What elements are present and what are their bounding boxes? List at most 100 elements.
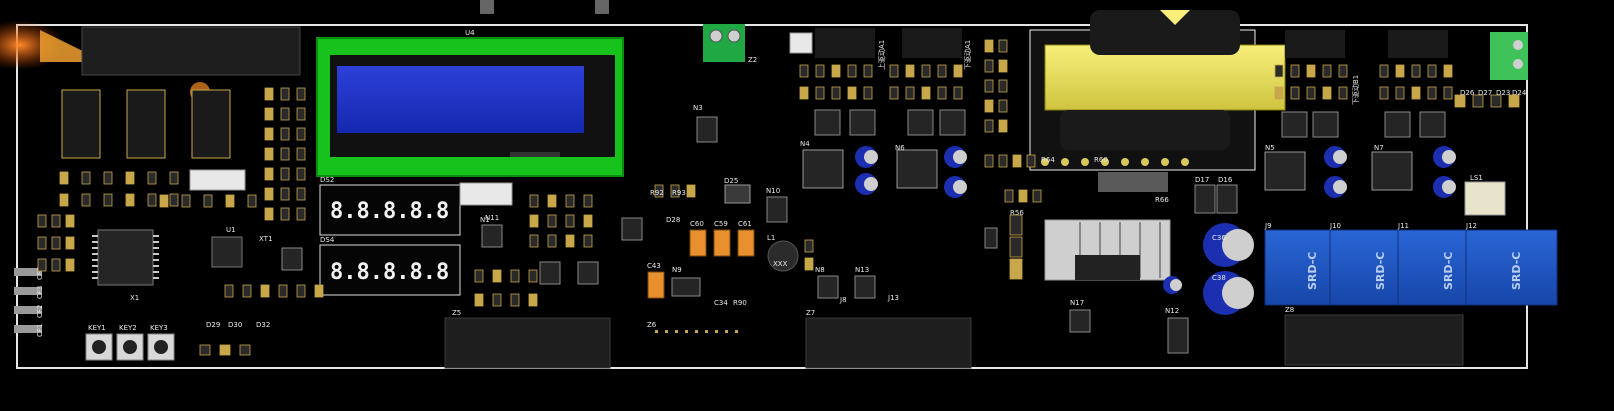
- smd-component: [583, 194, 593, 208]
- sensor-modules: [61, 89, 231, 159]
- smd-component: [159, 194, 169, 208]
- smd-component: [260, 284, 270, 298]
- label-n11: N11: [485, 214, 499, 222]
- smd-component: [510, 293, 520, 307]
- electrolytic-capacitors: [855, 146, 1456, 315]
- ic-n8: [817, 275, 839, 299]
- smd-component: [1443, 86, 1453, 100]
- smd-component: [280, 127, 290, 141]
- smd-component: [147, 171, 157, 185]
- buzzer: [1464, 181, 1506, 216]
- ic-n13: [854, 275, 876, 299]
- microcontroller: [92, 229, 159, 286]
- mosfet-block-2: [902, 28, 962, 58]
- smd-component: [264, 167, 274, 181]
- smd-component: [65, 258, 75, 272]
- lcd-module: U4: [316, 29, 624, 177]
- inductor-l1: XXX: [767, 240, 799, 272]
- relay-4-label: SRD-C: [1510, 252, 1523, 290]
- cap-c43-label: C43: [647, 262, 661, 270]
- smd-component: [799, 86, 809, 100]
- smd-component: [147, 193, 157, 207]
- label-r66: R66: [1155, 196, 1169, 204]
- smd-component: [65, 236, 75, 250]
- label-d32: D32: [256, 321, 270, 329]
- pushbuttons: KEY1 KEY2 KEY3: [85, 324, 175, 361]
- crystal-marking: XXX: [773, 260, 788, 268]
- smd-component: [998, 39, 1008, 53]
- smd-component: [296, 167, 306, 181]
- relay-bank: J9 J10 J11 J12 SRD-C SRD-C SRD-C SRD-C: [1264, 222, 1558, 306]
- key2: KEY2: [116, 324, 144, 361]
- smd-component: [984, 154, 994, 168]
- ic-n17: [1069, 309, 1091, 333]
- smd-component: [815, 86, 825, 100]
- driver-label-1: 上驱动A1: [877, 40, 886, 70]
- smd-component: [264, 127, 274, 141]
- ic-n2: [984, 227, 998, 249]
- label-r64: R64: [1041, 156, 1055, 164]
- display-1-digits: 8.8.8.8.8: [330, 199, 449, 224]
- ic-u8: [577, 261, 599, 285]
- lcd-designator: U4: [465, 29, 475, 37]
- label-d24: D24: [1512, 89, 1527, 97]
- key3: KEY3: [147, 324, 175, 361]
- smd-component: [296, 284, 306, 298]
- key1: KEY1: [85, 324, 113, 361]
- smd-component: [863, 86, 873, 100]
- smd-component: [51, 258, 61, 272]
- smd-component: [984, 119, 994, 133]
- connector-z5-label: Z5: [452, 309, 461, 317]
- key2-label: KEY2: [119, 324, 137, 332]
- ic-n1: [481, 224, 503, 248]
- smd-parts: [37, 39, 1520, 356]
- smd-component: [1379, 86, 1389, 100]
- smd-component: [565, 234, 575, 248]
- label-n3: N3: [693, 104, 703, 112]
- smd-component: [984, 59, 994, 73]
- top-stub-2: [595, 0, 609, 14]
- label-d30: D30: [228, 321, 242, 329]
- smd-component: [847, 86, 857, 100]
- smd-component: [37, 258, 47, 272]
- smd-component: [474, 293, 484, 307]
- key1-label: KEY1: [88, 324, 106, 332]
- smd-component: [1379, 64, 1389, 78]
- terminal-block-top: Z2: [703, 24, 757, 64]
- smd-component: [264, 207, 274, 221]
- smd-component: [921, 64, 931, 78]
- ic-u7: [539, 261, 561, 285]
- relay-3-label: SRD-C: [1442, 252, 1455, 290]
- smd-component: [1472, 94, 1484, 108]
- smd-component: [264, 87, 274, 101]
- smd-component: [529, 194, 539, 208]
- label-n12: N12: [1165, 307, 1179, 315]
- label-d28: D28: [666, 216, 680, 224]
- label-l1: L1: [767, 234, 775, 242]
- cap-c60-label: C60: [690, 220, 704, 228]
- smd-component: [169, 171, 179, 185]
- smd-component: [1306, 86, 1316, 100]
- smd-component: [1026, 154, 1036, 168]
- smd-component: [1338, 64, 1348, 78]
- label-d27: D27: [1478, 89, 1492, 97]
- terminal-block-right: [1490, 32, 1528, 80]
- smd-component: [219, 344, 231, 356]
- smd-component: [1411, 64, 1421, 78]
- cap-c61-label: C61: [738, 220, 752, 228]
- smd-component: [203, 194, 213, 208]
- white-header: [459, 182, 513, 206]
- smd-component: [998, 79, 1008, 93]
- label-j8: J8: [839, 296, 847, 304]
- smd-component: [37, 236, 47, 250]
- smd-component: [103, 171, 113, 185]
- smd-component: [528, 269, 538, 283]
- smd-component: [1395, 86, 1405, 100]
- smd-component: [242, 284, 252, 298]
- heatsink: [1044, 219, 1171, 281]
- smd-component: [1306, 64, 1316, 78]
- smd-component: [1411, 86, 1421, 100]
- side-pin-2-label: CF3: [36, 286, 44, 299]
- smd-component: [529, 214, 539, 228]
- smd-component: [169, 193, 179, 207]
